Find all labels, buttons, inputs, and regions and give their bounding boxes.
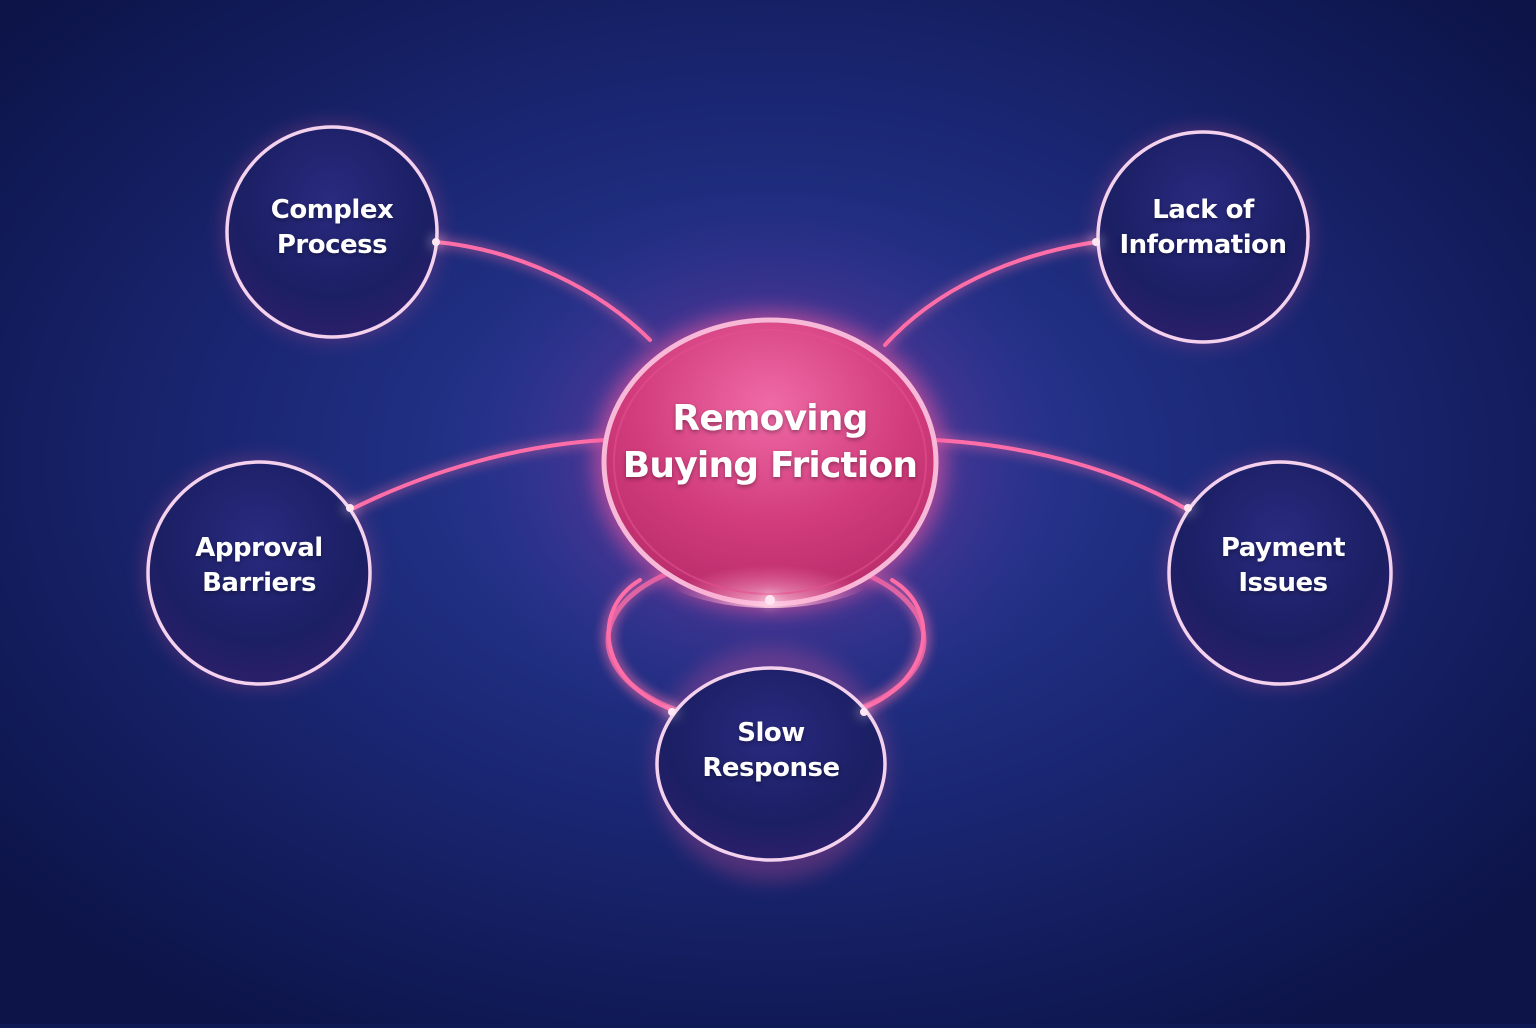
node-complex-process: Complex Process xyxy=(232,193,432,263)
node-label-line1: Slow xyxy=(737,718,805,748)
node-label-line1: Payment xyxy=(1220,533,1346,563)
connector-payment-issues xyxy=(933,438,1190,512)
hub-label-line1: Removing xyxy=(672,398,868,439)
connector-complex-process xyxy=(434,240,652,342)
node-lack-of-information: Lack of Information xyxy=(1093,193,1313,263)
connector-lack-of-information xyxy=(883,240,1098,347)
node-label-line2: Issues xyxy=(1238,568,1328,599)
node-slow-response-circle xyxy=(654,647,888,881)
node-complex-process-circle xyxy=(224,124,440,340)
hub-label: Removing Buying Friction xyxy=(610,396,930,490)
node-payment-issues-circle xyxy=(1166,459,1394,687)
node-label-line1: Lack of xyxy=(1152,195,1254,225)
node-label-line2: Barriers xyxy=(202,568,316,599)
node-label-line2: Information xyxy=(1119,230,1287,261)
connector-approval-barriers xyxy=(348,438,607,512)
hub-node xyxy=(594,312,946,612)
node-slow-response: Slow Response xyxy=(671,716,871,786)
node-label-line2: Response xyxy=(702,753,840,784)
node-payment-issues: Payment Issues xyxy=(1183,531,1383,601)
connection-sparkles xyxy=(346,238,1192,716)
node-label-line2: Process xyxy=(276,230,388,261)
hub-label-line2: Buying Friction xyxy=(622,444,918,486)
node-label-line1: Complex xyxy=(270,195,394,225)
node-lack-of-information-circle xyxy=(1095,129,1311,345)
node-approval-barriers: Approval Barriers xyxy=(159,531,359,601)
node-label-line1: Approval xyxy=(195,533,323,563)
node-approval-barriers-circle xyxy=(145,459,373,687)
